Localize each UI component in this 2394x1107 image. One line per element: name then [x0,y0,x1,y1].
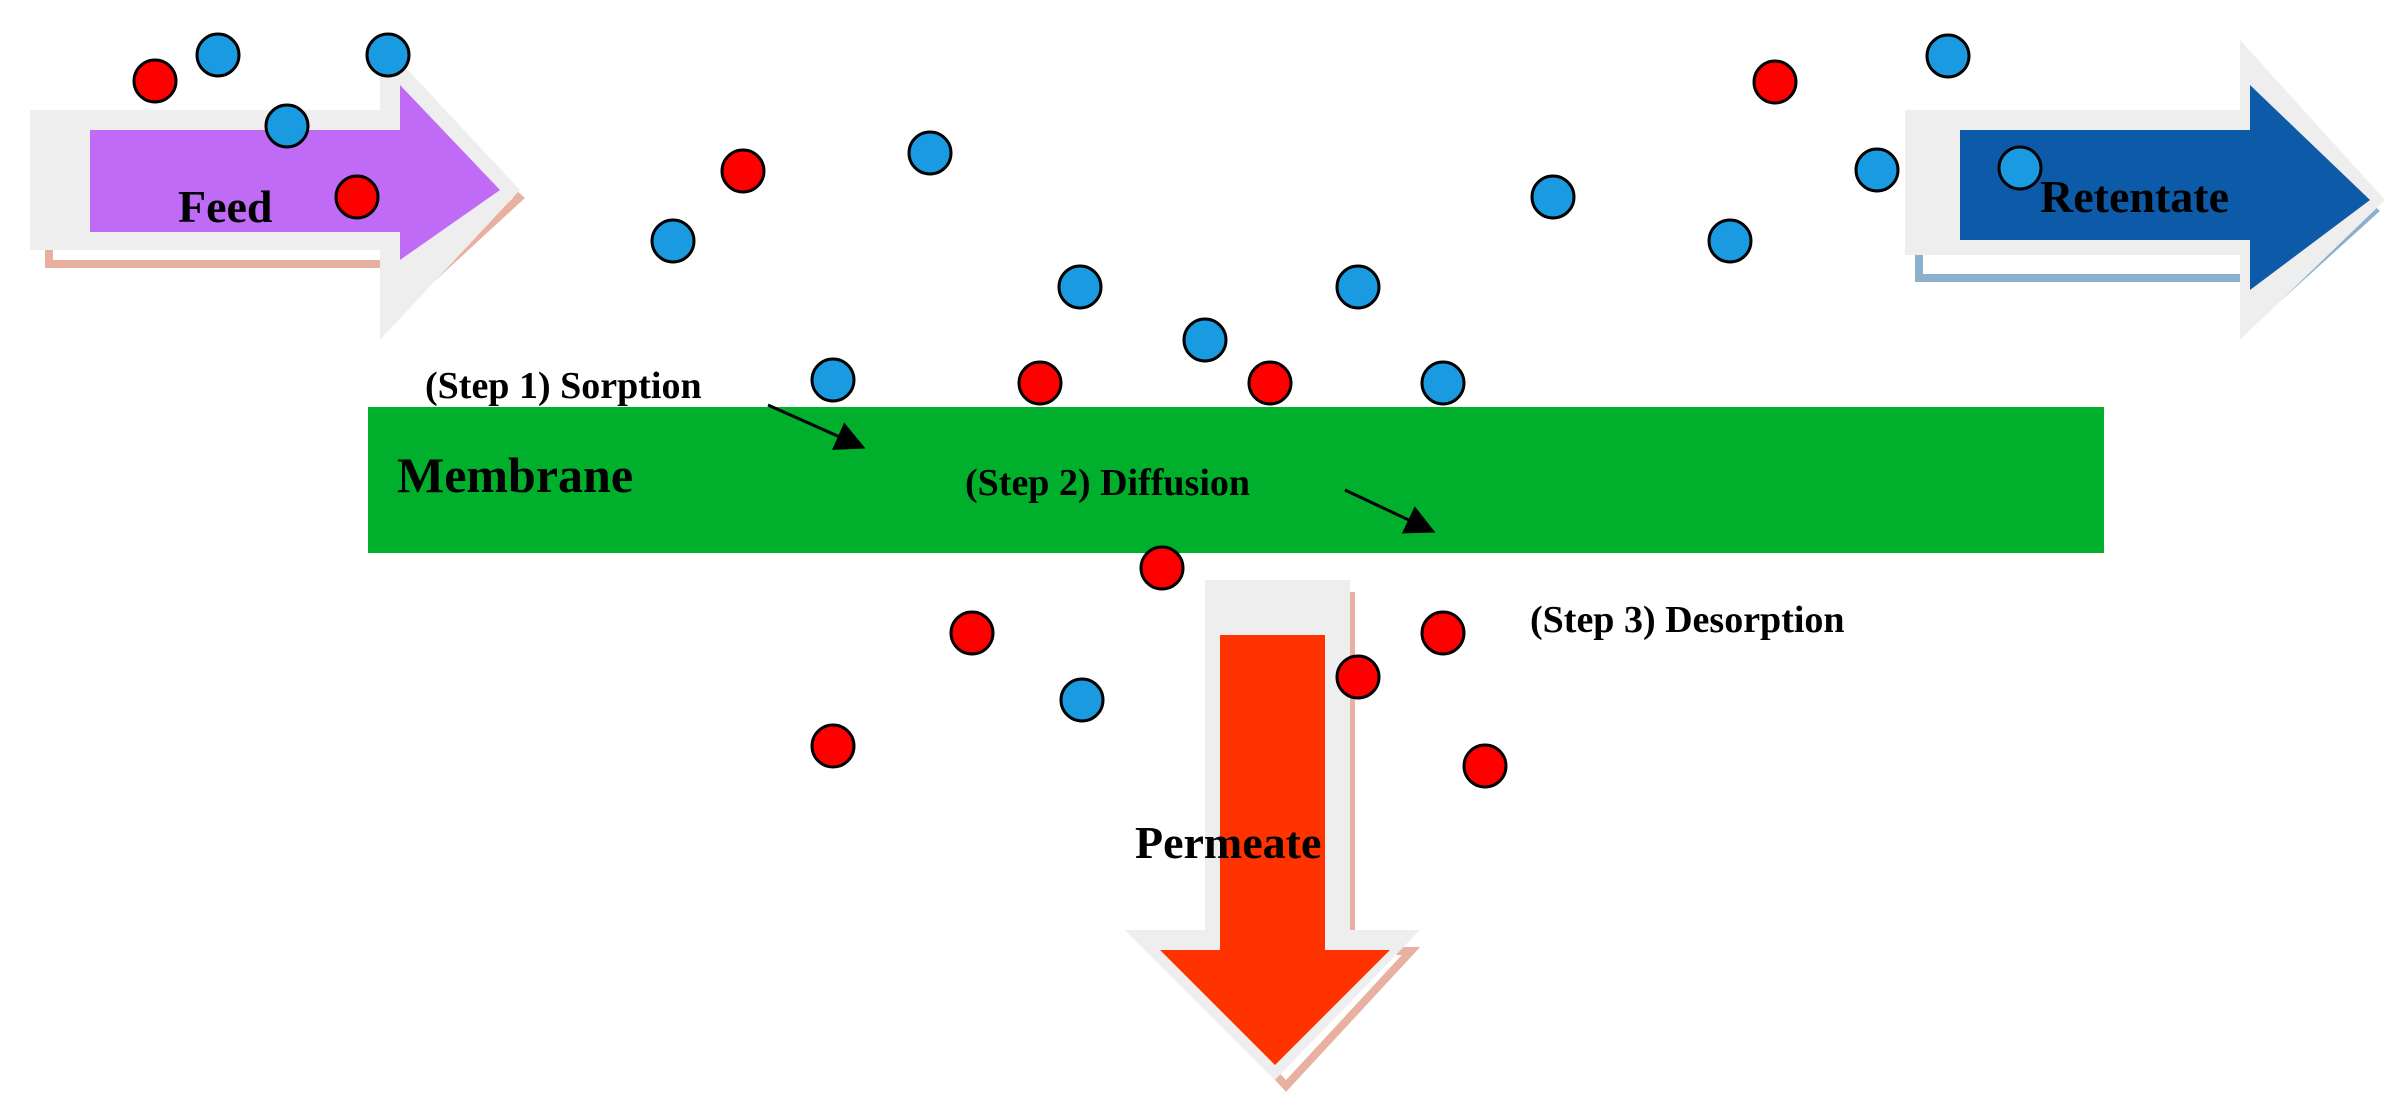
retentate-arrow-body [1960,85,2370,290]
red-particle [1017,360,1063,406]
red-particle [132,58,178,104]
sorption-pointer-arrow [767,403,866,450]
blue-particle [1997,145,2043,191]
retentate-label: Retentate [2040,171,2229,222]
blue-particle [195,32,241,78]
red-particle [1462,743,1508,789]
red-particle [949,610,995,656]
blue-particle [1707,218,1753,264]
permeate-arrow-body [1160,635,1390,1065]
blue-particle [1057,264,1103,310]
feed-label: Feed [178,181,273,232]
feed-arrow-body [90,85,500,260]
permeate-arrow-icon [1125,580,1421,1092]
blue-particle [264,103,310,149]
blue-particle [1854,147,1900,193]
blue-particle [365,32,411,78]
red-particle [334,174,380,220]
blue-particle [1925,33,1971,79]
blue-particle [1530,174,1576,220]
membrane-label: Membrane [397,447,633,503]
red-particle [1752,59,1798,105]
blue-particle [1182,317,1228,363]
red-particle [810,723,856,769]
red-particle [1420,610,1466,656]
red-particle [720,148,766,194]
step3-label: (Step 3) Desorption [1530,599,1845,641]
particles [132,32,2043,789]
red-particle [1139,545,1185,591]
blue-particle [810,357,856,403]
blue-particle [650,218,696,264]
step1-label: (Step 1) Sorption [425,365,702,407]
diffusion-pointer-arrow [1344,488,1436,534]
membrane [368,407,2104,553]
blue-particle [907,130,953,176]
feed-arrow-icon [30,40,525,340]
blue-particle [1059,677,1105,723]
blue-particle [1420,360,1466,406]
red-particle [1335,654,1381,700]
step2-label: (Step 2) Diffusion [965,462,1250,504]
red-particle [1247,360,1293,406]
blue-particle [1335,264,1381,310]
retentate-arrow-icon [1905,40,2385,340]
permeate-label: Permeate [1135,817,1321,868]
